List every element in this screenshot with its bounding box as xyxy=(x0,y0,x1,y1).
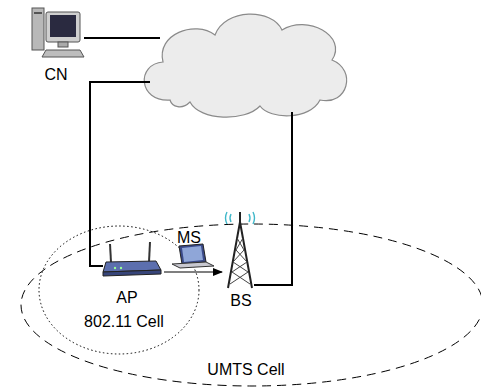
node-label: CN xyxy=(44,66,67,84)
node-label: BS xyxy=(230,292,251,310)
bs-wire xyxy=(254,112,292,285)
node-label: UMTS Cell xyxy=(207,361,284,379)
mobile-station: MS xyxy=(166,228,218,268)
node-label: 802.11 Cell xyxy=(84,313,164,331)
host-node: CN xyxy=(28,4,88,90)
wlan-cell: 802.11 Cell MS AP xyxy=(38,225,200,355)
handover-arrow xyxy=(164,271,222,272)
cn-wire xyxy=(84,37,160,39)
umts-cell: UMTS Cell 802.11 Cell MS AP BS xyxy=(15,222,481,388)
base-station: BS xyxy=(222,206,266,314)
ap-wire xyxy=(90,82,150,266)
cloud xyxy=(144,14,346,117)
access-point: AP xyxy=(98,240,164,310)
node-label: MS xyxy=(177,229,201,247)
node-label: AP xyxy=(116,289,137,307)
